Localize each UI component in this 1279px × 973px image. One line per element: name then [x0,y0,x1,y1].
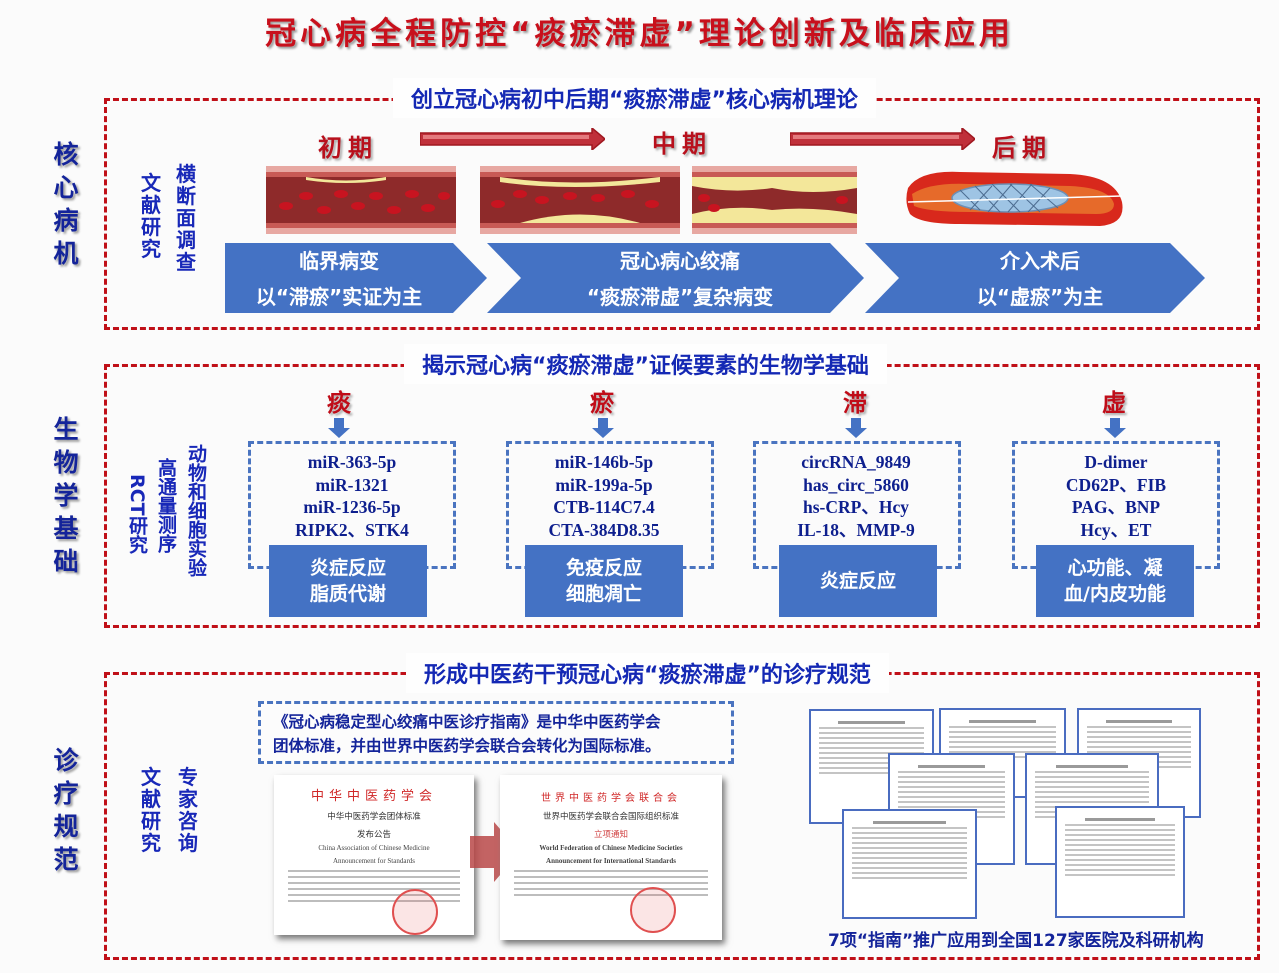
arrow-right-icon [470,822,520,882]
marker-list: miR-146b-5p miR-199a-5p CTB-114C7.4 CTA-… [500,451,708,541]
chevron-middle [487,243,864,313]
page-title: 冠心病全程防控“痰瘀滞虚”理论创新及临床应用 [265,16,1014,52]
stage-title-middle: 冠心病心绞痛 [620,249,740,273]
mechanism-text: 炎症反应 [309,557,386,579]
marker: RIPK2、STK4 [295,519,409,540]
certificate-english: China Association of Chinese Medicine [318,844,430,852]
marker: PAG、BNP [1071,497,1161,517]
note-line: 《冠心病稳定型心绞痛中医诊疗指南》是中华中医药学会 [273,713,661,731]
arrow-down-icon [845,418,867,438]
marker: IL-18、MMP-9 [797,519,915,540]
stage-chevron-row [225,243,1205,313]
stage-label-middle: 中期 [652,130,712,158]
mechanism-box: 炎症反应 脂质代谢 [269,545,427,617]
stage-subtitle-late: 以“虚瘀”为主 [976,285,1104,309]
element-heading: 痰 [327,389,351,417]
marker: miR-146b-5p [554,452,654,472]
certificate-caam: 中华中医药学会 中华中医药学会团体标准 发布公告 China Associati… [274,775,474,935]
mechanism-box: 心功能、凝 血/内皮功能 [1036,545,1194,617]
mechanism-text: 细胞凋亡 [565,583,642,605]
chevron-early [225,243,487,313]
certificate-english: World Federation of Chinese Medicine Soc… [539,844,683,852]
mechanism-text: 血/内皮功能 [1064,583,1166,605]
certificate-org: 中华中医药学会 [310,788,437,803]
method-literature: 文 献 研 究 [141,171,161,261]
certificate-english: Announcement for Standards [332,857,416,865]
marker: CD62P、FIB [1065,474,1167,495]
guideline-document [1055,806,1185,918]
arrow-down-icon [328,418,350,438]
marker: D-dimer [1084,452,1148,472]
mechanism-text: 心功能、凝 [1067,557,1163,579]
stage-label-late: 后期 [992,134,1052,162]
method-expert-consultation: 专 家 咨 询 [178,765,198,855]
marker-list: miR-363-5p miR-1321 miR-1236-5p RIPK2、ST… [248,451,456,541]
mechanism-text: 免疫反应 [565,557,642,579]
mechanism-text: 脂质代谢 [309,583,386,605]
method-literature: 文 献 研 究 [141,765,161,855]
section-label-pathogenesis: 核 心 病 机 [53,140,79,268]
arrow-right-icon [790,128,975,150]
marker: circRNA_9849 [801,452,911,472]
certificate-subtitle: 发布公告 [356,829,391,839]
certificate-wfcms: 世界中医药学会联合会 世界中医药学会联合会国际组织标准 立项通知 World F… [500,775,722,940]
artery-stent-icon [906,171,1123,226]
stage-title-early: 临界病变 [299,249,379,273]
marker: Hcy、ET [1080,519,1152,540]
mechanism-box: 免疫反应 细胞凋亡 [525,545,683,617]
arrow-down-icon [592,418,614,438]
guideline-caption: 7项“指南”推广应用到全国127家医院及科研机构 [828,931,1204,951]
certificate-org: 世界中医药学会联合会 [541,793,681,804]
marker: miR-1321 [315,474,389,495]
certificate-title: 中华中医药学会团体标准 [327,811,421,821]
marker-list: D-dimer CD62P、FIB PAG、BNP Hcy、ET [1012,451,1220,541]
method-sequencing: 高通量测序 [155,458,177,553]
certificate-subtitle: 立项通知 [593,829,628,839]
artery-middle-icon [480,166,680,234]
section-heading-pathogenesis: 创立冠心病初中后期“痰瘀滞虚”核心病机理论 [393,78,876,118]
marker: hs-CRP、Hcy [803,497,909,517]
element-heading: 瘀 [590,389,614,417]
method-animal-cell: 动物和细胞实验 [185,444,207,577]
guideline-note: 《冠心病稳定型心绞痛中医诊疗指南》是中华中医药学会 团体标准，并由世界中医药学会… [258,701,734,764]
note-line: 团体标准，并由世界中医药学会联合会转化为国际标准。 [273,737,661,755]
marker: CTA-384D8.35 [548,519,660,540]
official-seal-icon [392,889,438,935]
marker: CTB-114C7.4 [553,497,655,517]
chevron-late [865,243,1205,313]
stage-title-late: 介入术后 [1000,249,1080,273]
stage-label-early: 初期 [318,134,378,162]
method-rct: RCT研究 [126,474,148,554]
section-label-biology: 生 物 学 基 础 [53,415,79,576]
artery-early-icon [266,166,456,234]
marker: miR-363-5p [307,452,397,472]
certificate-english: Announcement for International Standards [546,857,676,865]
marker-list: circRNA_9849 has_circ_5860 hs-CRP、Hcy IL… [752,451,960,541]
marker: has_circ_5860 [803,474,909,495]
certificate-title: 世界中医药学会联合会国际组织标准 [542,811,679,821]
stage-subtitle-early: 以“滞瘀”实证为主 [255,285,423,309]
marker: miR-199a-5p [555,474,653,495]
guideline-document [842,809,977,919]
marker: miR-1236-5p [303,497,401,517]
method-cross-sectional: 横 断 面 调 查 [176,162,196,274]
artery-narrowed-icon [692,166,857,234]
stage-subtitle-middle: “痰瘀滞虚”复杂病变 [586,285,774,309]
official-seal-icon [630,887,676,933]
section-heading-standards: 形成中医药干预冠心病“痰瘀滞虚”的诊疗规范 [406,653,889,693]
arrow-down-icon [1104,418,1126,438]
section-heading-biology: 揭示冠心病“痰瘀滞虚”证候要素的生物学基础 [404,344,887,384]
section-label-standards: 诊 疗 规 范 [53,746,79,874]
element-heading: 滞 [843,389,867,417]
mechanism-text: 炎症反应 [819,570,896,592]
mechanism-box: 炎症反应 [779,545,937,617]
element-heading: 虚 [1102,389,1126,417]
arrow-right-icon [420,128,605,150]
